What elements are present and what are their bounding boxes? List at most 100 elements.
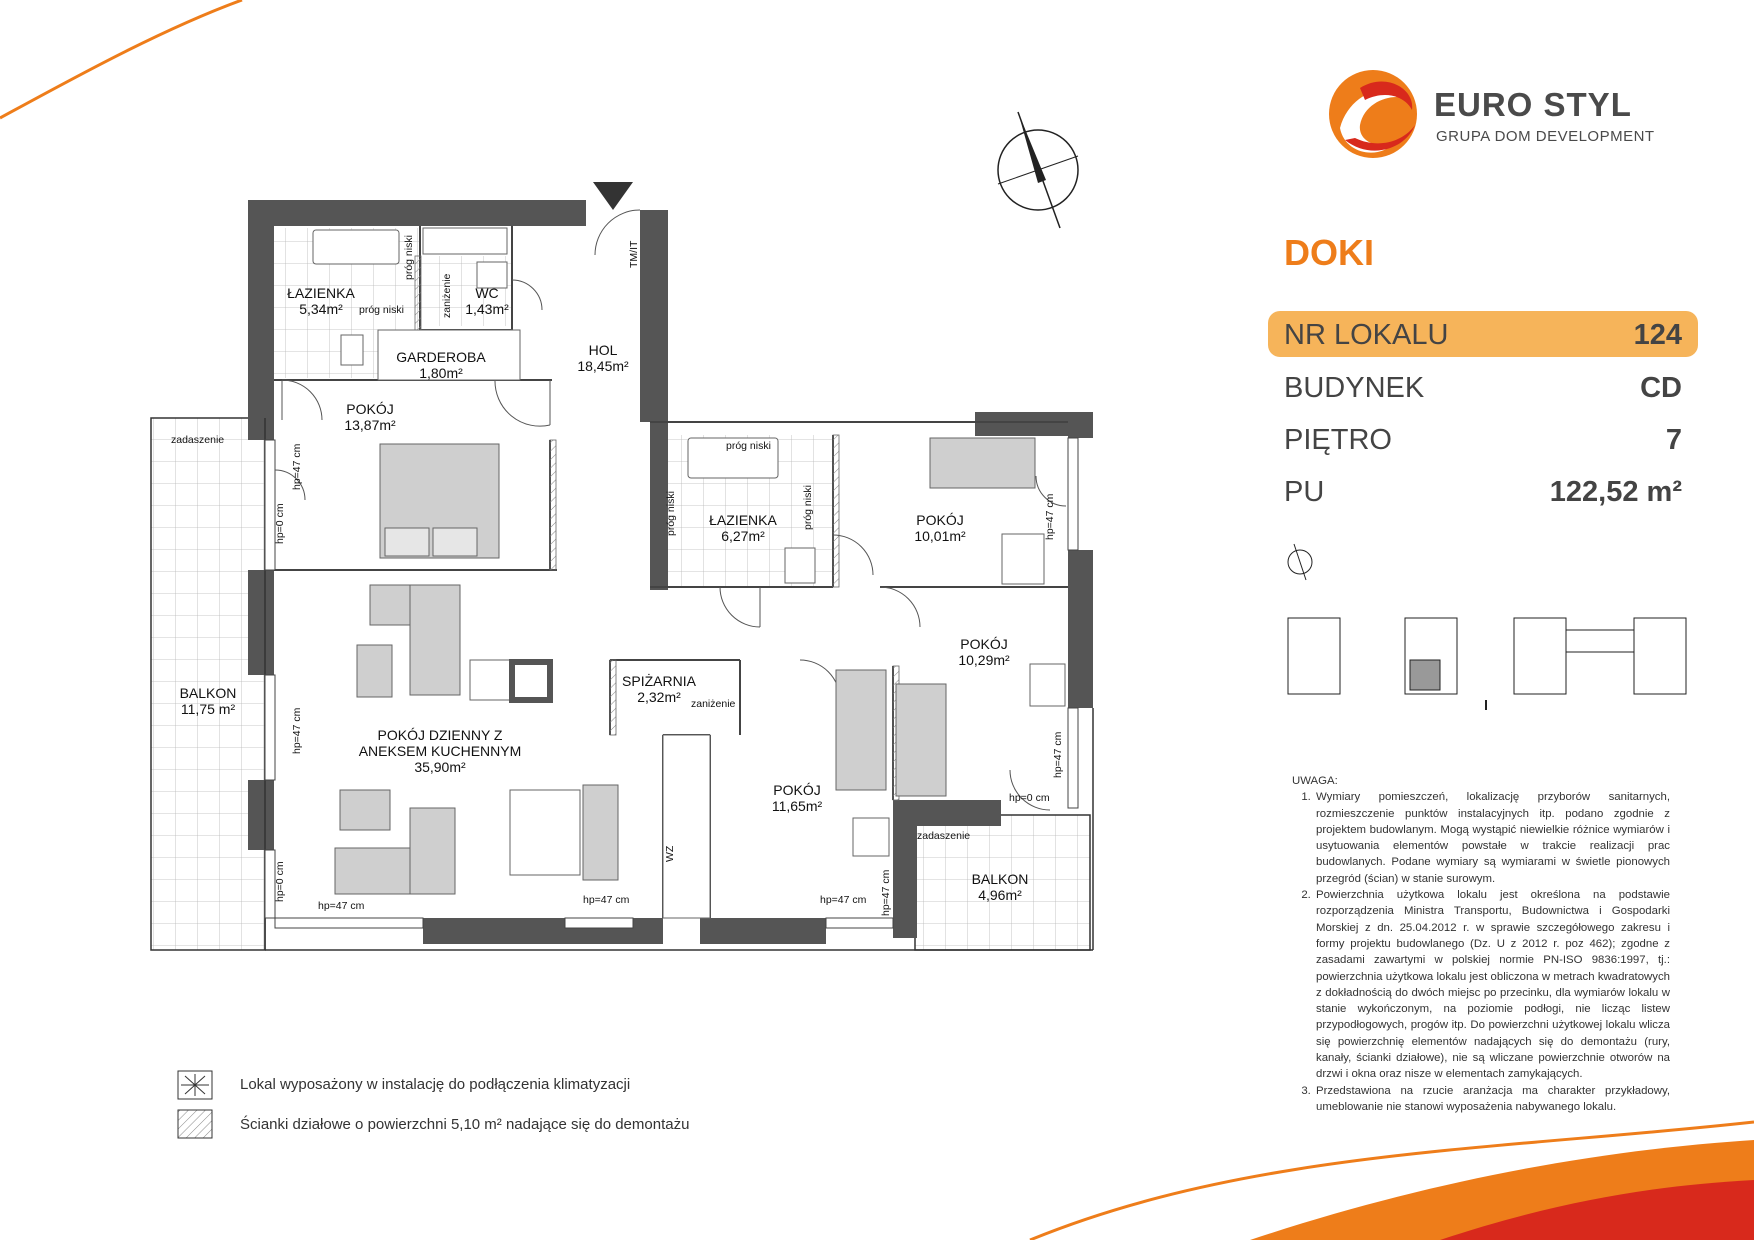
vent-shaft-icon — [509, 659, 553, 703]
info-row-pietro: PIĘTRO 7 — [1268, 416, 1698, 462]
label-hp47: hp=47 cm — [583, 894, 630, 906]
legend-ac-icon — [177, 1070, 213, 1100]
room-area: 18,45m² — [577, 358, 629, 374]
decor-swoosh-bottom-right-3 — [1440, 1180, 1754, 1240]
decor-swoosh-top-left — [0, 0, 243, 120]
info-row-pu: PU 122,52 m² — [1268, 468, 1698, 514]
room-area: 11,75 m² — [180, 701, 236, 717]
label-prog-niski: próg niski — [359, 304, 404, 316]
note-item: Wymiary pomieszczeń, lokalizację przybor… — [1314, 789, 1670, 887]
balcony-right — [914, 814, 1091, 951]
room-area: 4,96m² — [978, 887, 1022, 903]
label-hp0-vertical: hp=0 cm — [274, 861, 286, 902]
room-area: 6,27m² — [721, 528, 765, 544]
label-hp47-vertical: hp=47 cm — [291, 707, 303, 754]
label-hp47-vertical: hp=47 cm — [291, 443, 303, 490]
room-name: ŁAZIENKA — [709, 512, 777, 528]
notes-list: Wymiary pomieszczeń, lokalizację przybor… — [1292, 789, 1670, 1115]
info-value: CD — [1640, 372, 1682, 404]
room-area: 13,87m² — [344, 417, 396, 433]
label-prog-niski-vertical: próg niski — [802, 485, 814, 530]
info-value: 122,52 m² — [1549, 476, 1682, 508]
entrance-marker-icon — [593, 182, 633, 210]
room-area: 1,80m² — [419, 365, 463, 381]
room-area: 2,32m² — [637, 689, 681, 705]
label-prog-niski-vertical: próg niski — [665, 491, 677, 536]
label-hp47-vertical: hp=47 cm — [880, 869, 892, 916]
walls-thick — [248, 200, 1093, 944]
room-name-line2: ANEKSEM KUCHENNYM — [358, 743, 522, 759]
info-label: NR LOKALU — [1284, 319, 1449, 351]
room-area: 11,65m² — [771, 798, 823, 814]
room-area: 1,43m² — [465, 301, 509, 317]
room-area: 10,29m² — [958, 652, 1010, 668]
balcony-left — [150, 417, 266, 951]
room-name: ŁAZIENKA — [287, 285, 355, 301]
info-label: PU — [1284, 476, 1325, 508]
legend-ac-text: Lokal wyposażony w instalację do podłącz… — [240, 1076, 631, 1093]
notes-block: UWAGA: Wymiary pomieszczeń, lokalizację … — [1292, 773, 1670, 1115]
label-hp47: hp=47 cm — [820, 894, 867, 906]
room-name: BALKON — [179, 685, 237, 701]
brand-name: EURO STYL — [1434, 86, 1632, 123]
label-tmit-vertical: TM/IT — [628, 240, 640, 268]
label-zadaszenie: zadaszenie — [171, 434, 225, 446]
info-label: PIĘTRO — [1284, 424, 1392, 456]
building-key-plan — [1287, 617, 1687, 695]
label-prog-niski: próg niski — [726, 440, 771, 452]
label-hp0: hp=0 cm — [1009, 792, 1050, 804]
notes-title: UWAGA: — [1292, 775, 1338, 787]
label-hp47: hp=47 cm — [318, 900, 365, 912]
info-label: BUDYNEK — [1284, 372, 1425, 404]
room-name: POKÓJ — [773, 782, 821, 798]
label-hp0-vertical: hp=0 cm — [274, 503, 286, 544]
room-name: HOL — [588, 342, 618, 358]
room-area: 35,90m² — [414, 759, 466, 775]
label-zanizenie: zaniżenie — [691, 698, 736, 710]
room-name-line1: POKÓJ DZIENNY Z — [377, 727, 503, 743]
project-name: DOKI — [1284, 232, 1374, 273]
label-zadaszenie: zadaszenie — [917, 830, 971, 842]
legend-hatch-icon — [177, 1109, 213, 1139]
room-name: BALKON — [971, 871, 1029, 887]
label-wz-vertical: WZ — [664, 845, 676, 862]
label-prog-niski-vertical: próg niski — [403, 235, 415, 280]
label-hp47-vertical: hp=47 cm — [1052, 731, 1064, 778]
north-arrow-icon — [997, 111, 1079, 229]
decor-swoosh-bottom-right-1 — [1029, 1120, 1754, 1240]
info-row-budynek: BUDYNEK CD — [1268, 364, 1698, 410]
doors — [274, 209, 1067, 811]
windows — [264, 437, 1079, 929]
info-value: 124 — [1633, 319, 1682, 351]
room-name: POKÓJ — [346, 401, 394, 417]
room-area: 5,34m² — [299, 301, 343, 317]
legend-walls-text: Ścianki działowe o powierzchni 5,10 m² n… — [240, 1116, 690, 1133]
brand-subtitle: GRUPA DOM DEVELOPMENT — [1436, 128, 1655, 145]
north-arrow-small-icon — [1287, 543, 1313, 581]
label-zanizenie-vertical: zaniżenie — [441, 273, 453, 318]
room-name: SPIŻARNIA — [622, 673, 696, 689]
info-row-lokal: NR LOKALU 124 — [1268, 311, 1698, 357]
room-name: GARDEROBA — [396, 349, 486, 365]
room-name: POKÓJ — [960, 636, 1008, 652]
eurostyl-logo-icon — [1329, 70, 1417, 158]
room-name: WC — [475, 285, 499, 301]
room-name: POKÓJ — [916, 512, 964, 528]
furniture — [312, 227, 1066, 919]
label-hp47-vertical: hp=47 cm — [1044, 493, 1056, 540]
note-item: Przedstawiona na rzucie aranżacja ma cha… — [1314, 1083, 1670, 1116]
